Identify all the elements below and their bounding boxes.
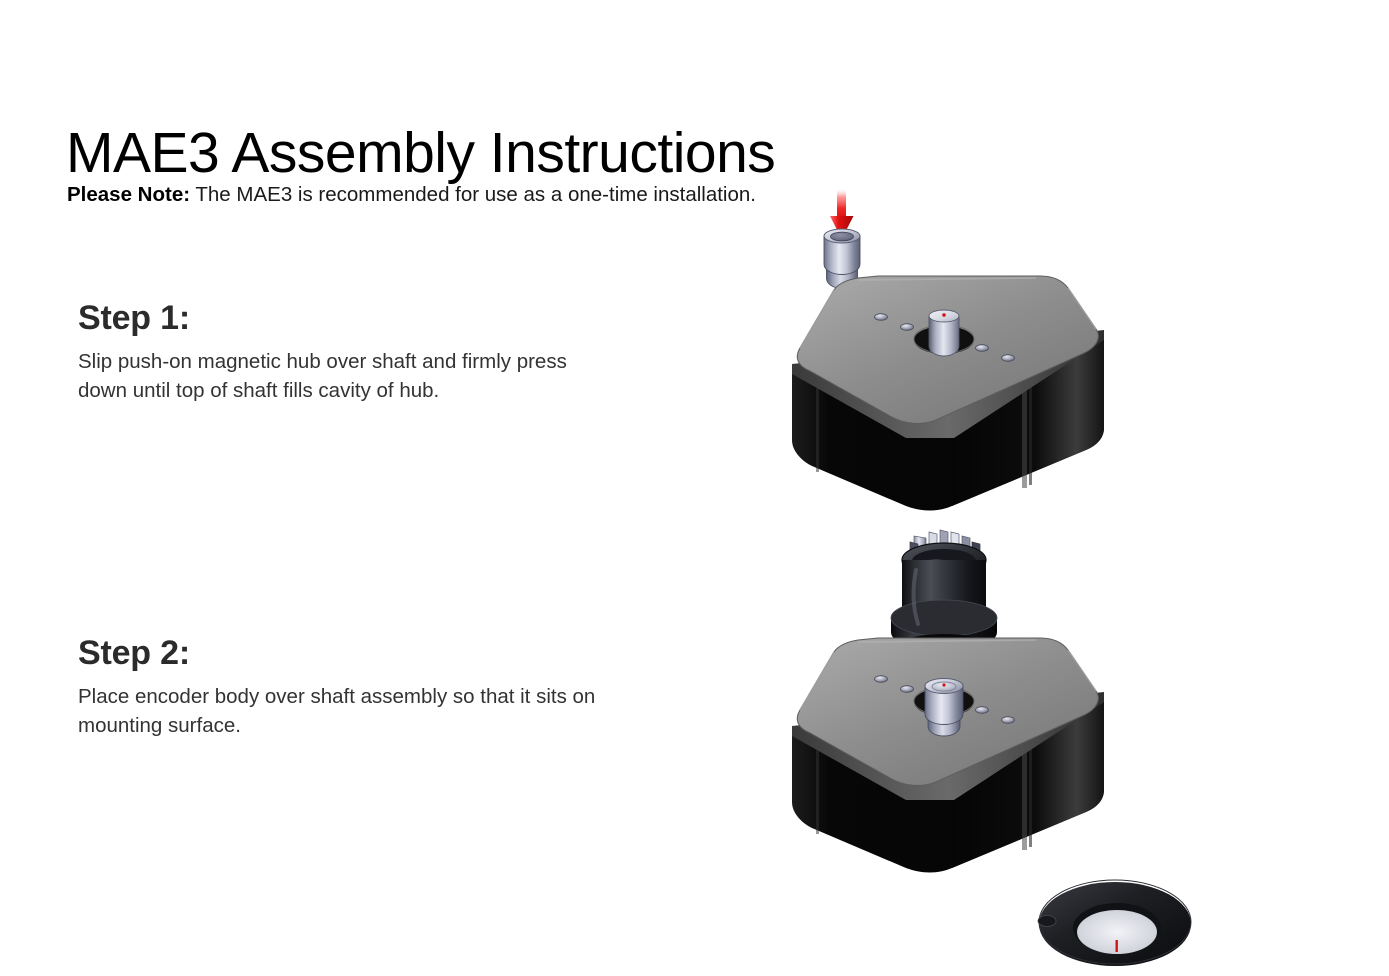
step-1-illustration <box>786 188 1116 528</box>
page-title: MAE3 Assembly Instructions <box>66 121 776 186</box>
step-3-illustration-partial <box>1000 856 1250 976</box>
please-note-line: Please Note: The MAE3 is recommended for… <box>67 182 756 208</box>
step-2-illustration <box>786 508 1116 873</box>
document-page: MAE3 Assembly Instructions Please Note: … <box>66 121 1192 966</box>
step-1-heading: Step 1: <box>78 299 190 337</box>
step-2-body: Place encoder body over shaft assembly s… <box>78 685 596 737</box>
please-note-label: Please Note: <box>67 182 191 206</box>
step-1-body: Slip push-on magnetic hub over shaft and… <box>78 350 567 402</box>
step-2-heading: Step 2: <box>78 634 190 672</box>
motor-shaft <box>928 309 960 357</box>
installed-magnetic-hub <box>924 678 964 737</box>
mounting-screw-holes <box>874 313 1015 362</box>
mounting-screw-holes <box>874 675 1015 724</box>
step-2-block: Step 2: Place encoder body over shaft as… <box>78 632 678 740</box>
step-1-block: Step 1: Slip push-on magnetic hub over s… <box>78 297 678 405</box>
push-on-magnetic-hub <box>823 228 861 289</box>
red-down-arrow <box>830 188 854 239</box>
encoder-mounting-ring <box>1037 879 1192 966</box>
please-note-text: The MAE3 is recommended for use as a one… <box>190 182 756 206</box>
